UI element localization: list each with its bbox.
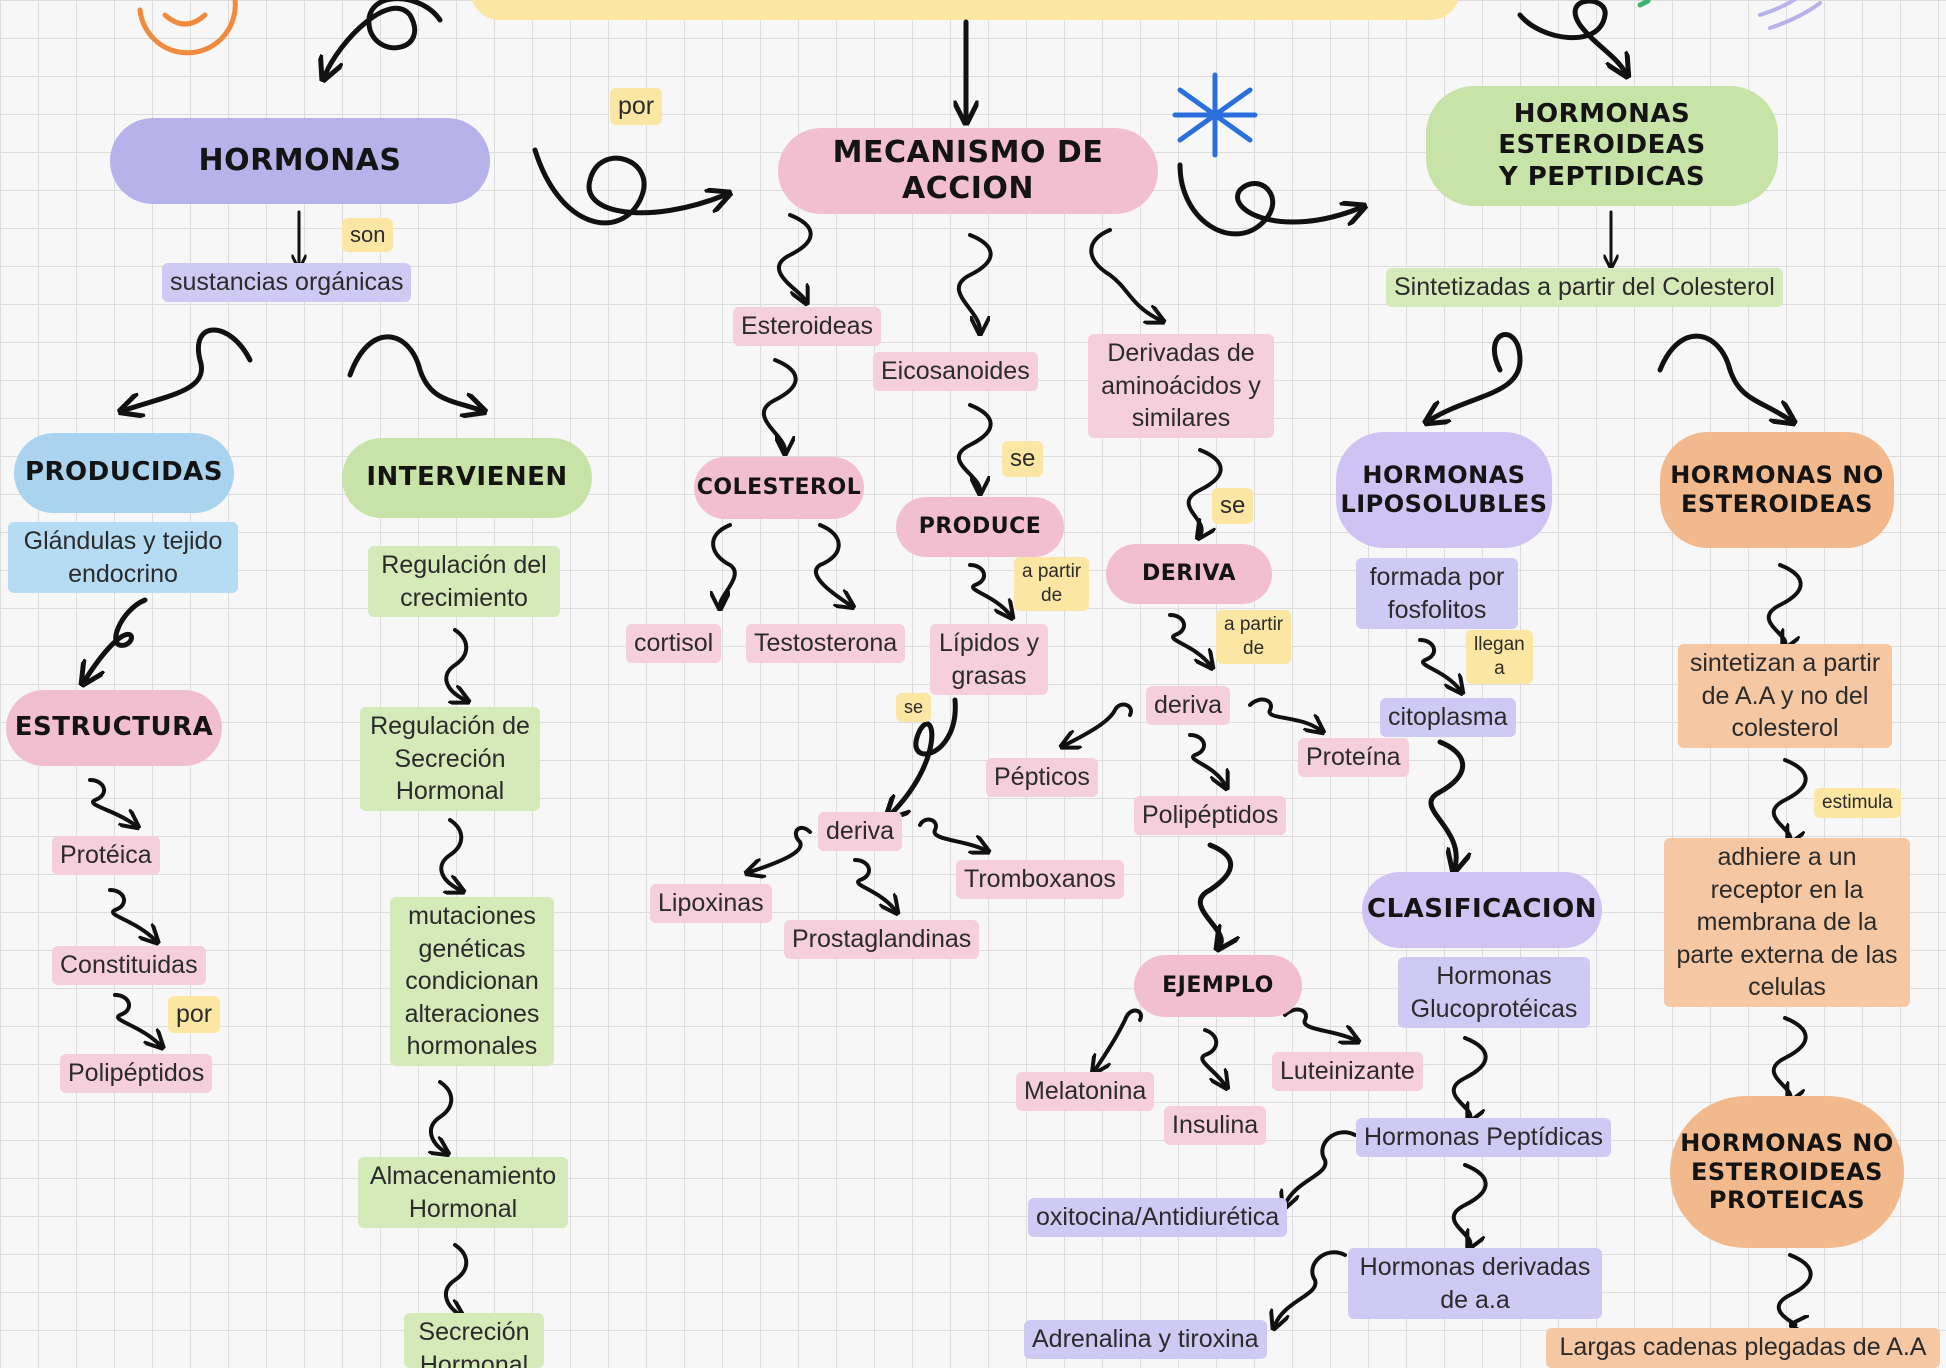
node-deriva-mid: deriva	[1146, 686, 1231, 725]
node-hormonas: HORMONAS	[110, 118, 490, 204]
node-sintetizan: sintetizan a partir de A.A y no del cole…	[1678, 644, 1892, 748]
connector-llegan: llegan a	[1466, 630, 1533, 684]
connector-estimula: estimula	[1814, 788, 1901, 818]
node-proteina: Proteína	[1298, 738, 1409, 777]
node-pepticos: Pépticos	[986, 758, 1098, 797]
node-fosfolitos: formada por fosfolitos	[1356, 558, 1518, 629]
node-reg-secrecion: Regulación de Secreción Hormonal	[360, 707, 540, 811]
node-hormonas-esteroideas-peptidicas: HORMONAS ESTEROIDEAS Y PEPTIDICAS	[1426, 86, 1778, 206]
node-constituidas: Constituidas	[52, 946, 206, 985]
node-reg-crecimiento: Regulación del crecimiento	[368, 546, 560, 617]
node-polipeptidos-left: Polipéptidos	[60, 1054, 213, 1093]
connector-a-partir-1: a partir de	[1014, 557, 1090, 611]
node-sustancias-organicas: sustancias orgánicas	[162, 263, 412, 302]
connector-son: son	[342, 218, 394, 252]
node-proteica: Protéica	[52, 836, 160, 875]
node-citoplasma: citoplasma	[1380, 698, 1516, 737]
node-testosterona: Testosterona	[746, 624, 906, 663]
node-hormonas-derivadas-aa: Hormonas derivadas de a.a	[1348, 1248, 1602, 1319]
node-deriva-pill: DERIVA	[1106, 544, 1272, 604]
node-ejemplo: EJEMPLO	[1134, 955, 1302, 1017]
node-luteinizante: Luteinizante	[1272, 1052, 1423, 1091]
node-hormonas-peptidicas: Hormonas Peptídicas	[1356, 1118, 1612, 1157]
node-secrecion-hormonal: Secreción Hormonal	[404, 1313, 544, 1368]
node-largas-cadenas: Largas cadenas plegadas de A.A	[1546, 1328, 1940, 1368]
connector-se-3: se	[1212, 488, 1254, 524]
node-polipeptidos-mid: Polipéptidos	[1134, 796, 1287, 835]
node-prostaglandinas: Prostaglandinas	[784, 920, 980, 959]
star-icon	[1172, 72, 1258, 158]
node-esteroideas: Esteroideas	[733, 307, 882, 346]
node-lipidos: Lípidos y grasas	[930, 624, 1048, 695]
node-almacenamiento: Almacenamiento Hormonal	[358, 1157, 568, 1228]
node-derivadas-aa: Derivadas de aminoácidos y similares	[1088, 334, 1274, 438]
node-oxitocina: oxitocina/Antidiurética	[1028, 1198, 1288, 1237]
node-deriva-small: deriva	[818, 812, 903, 851]
connector-a-partir-2: a partir de	[1216, 610, 1292, 664]
node-adhiere: adhiere a un receptor en la membrana de …	[1664, 838, 1910, 1007]
node-producidas: PRODUCIDAS	[14, 433, 234, 513]
node-produce: PRODUCE	[896, 497, 1064, 557]
node-adrenalina: Adrenalina y tiroxina	[1024, 1320, 1267, 1359]
squiggle-deco-icon	[1758, 0, 1822, 30]
node-mecanismo-accion: MECANISMO DE ACCION	[778, 128, 1158, 214]
node-hormonas-liposolubles: HORMONAS LIPOSOLUBLES	[1336, 432, 1552, 548]
node-lipoxinas: Lipoxinas	[650, 884, 772, 923]
connector-por-top: por	[610, 88, 663, 126]
node-mutaciones: mutaciones genéticas condicionan alterac…	[390, 897, 554, 1066]
node-estructura: ESTRUCTURA	[6, 690, 222, 766]
connector-por-left: por	[168, 996, 221, 1034]
node-glandulas: Glándulas y tejido endocrino	[8, 522, 238, 593]
node-cortisol: cortisol	[626, 624, 722, 663]
node-eicosanoides: Eicosanoides	[873, 352, 1038, 391]
connector-se-2: se	[896, 693, 932, 722]
title-banner	[470, 0, 1460, 20]
node-insulina: Insulina	[1164, 1106, 1267, 1145]
connector-se-1: se	[1002, 441, 1044, 477]
node-clasificacion: CLASIFICACION	[1362, 872, 1602, 948]
smiley-icon	[137, 0, 238, 56]
node-melatonina: Melatonina	[1016, 1072, 1155, 1111]
node-colesterol: COLESTEROL	[694, 457, 864, 519]
node-intervienen: INTERVIENEN	[342, 438, 592, 518]
node-glucoproteicas: Hormonas Glucoprotéicas	[1398, 957, 1590, 1028]
node-sintetizadas: Sintetizadas a partir del Colesterol	[1386, 268, 1783, 307]
node-no-esteroideas-proteicas: HORMONAS NO ESTEROIDEAS PROTEICAS	[1670, 1096, 1904, 1248]
node-hormonas-no-esteroideas: HORMONAS NO ESTEROIDEAS	[1660, 432, 1894, 548]
node-tromboxanos: Tromboxanos	[956, 860, 1124, 899]
